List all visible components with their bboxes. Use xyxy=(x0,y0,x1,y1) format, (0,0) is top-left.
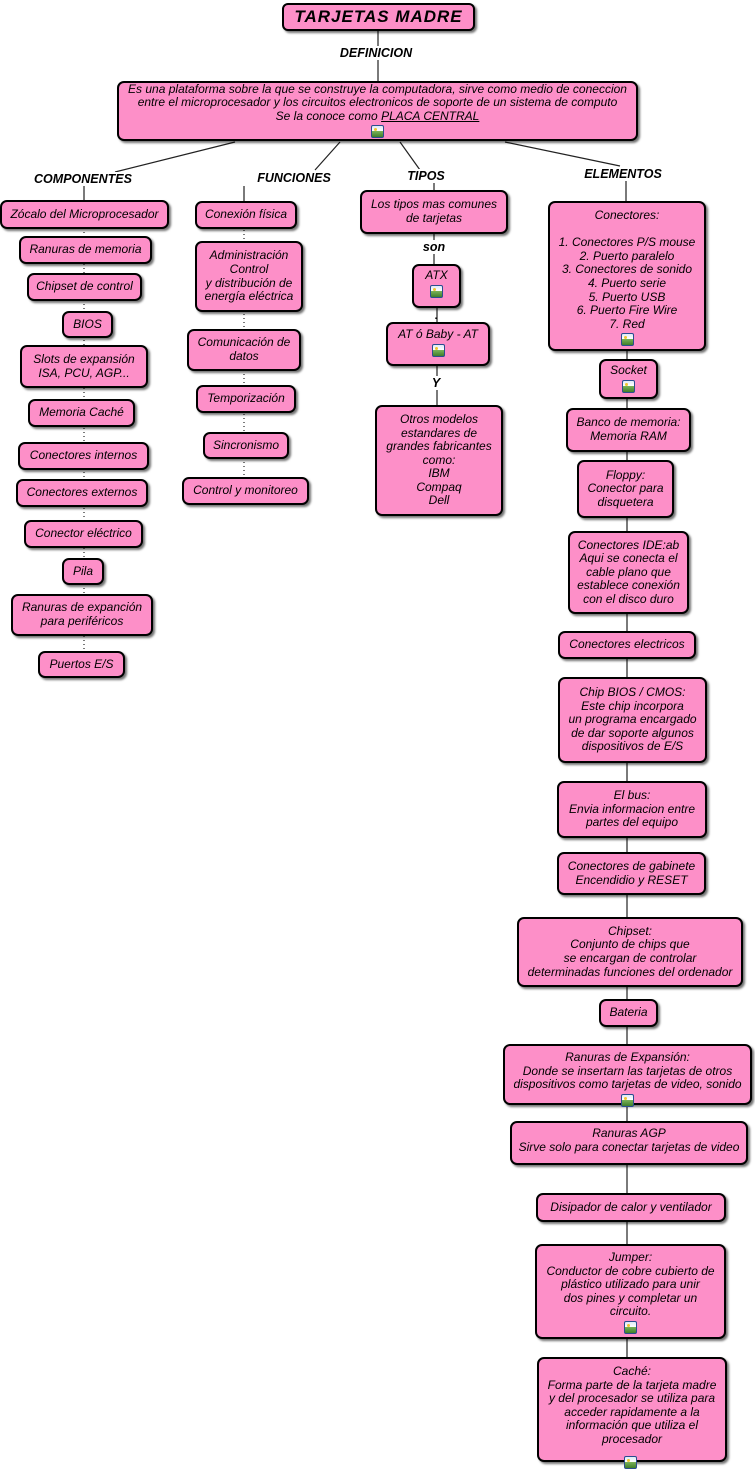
elemento-node: El bus: Envia informacion entre partes d… xyxy=(557,781,707,838)
funcion-node: Control y monitoreo xyxy=(182,477,309,505)
definition-box: Es una plataforma sobre la que se constr… xyxy=(117,81,638,141)
tipo-label: AT ó Baby - AT xyxy=(398,327,478,341)
componente-node: Conector eléctrico xyxy=(24,520,143,548)
label-y: Y xyxy=(429,376,443,390)
elemento-node: Conectores IDE:ab Aqui se conecta el cab… xyxy=(568,531,689,614)
image-icon[interactable] xyxy=(624,1320,637,1334)
elemento-node: Conectores electricos xyxy=(558,631,696,659)
elemento-node: Disipador de calor y ventilador xyxy=(536,1193,726,1222)
label-funciones: FUNCIONES xyxy=(255,171,333,185)
elemento-label: Conectores: 1. Conectores P/S mouse 2. P… xyxy=(558,208,696,331)
definition-text: Es una plataforma sobre la que se constr… xyxy=(128,81,627,123)
elemento-node: Chipset: Conjunto de chips que se encarg… xyxy=(517,917,743,987)
tipo-node: Otros modelos estandares de grandes fabr… xyxy=(375,405,503,516)
elemento-node-ranuras-exp: Ranuras de Expansión: Donde se insertarn… xyxy=(503,1044,752,1107)
tipo-node-at: AT ó Baby - AT xyxy=(386,322,490,366)
image-icon[interactable] xyxy=(371,125,384,139)
image-icon[interactable] xyxy=(621,1093,634,1107)
elemento-node-agp: Ranuras AGP Sirve solo para conectar tar… xyxy=(510,1121,748,1165)
elemento-label: Socket xyxy=(610,363,647,377)
elemento-node-conectores: Conectores: 1. Conectores P/S mouse 2. P… xyxy=(548,201,706,351)
elemento-label: Ranuras de Expansión: Donde se insertarn… xyxy=(513,1050,742,1092)
funcion-node: Comunicación de datos xyxy=(187,329,301,371)
tipo-node-atx: ATX xyxy=(412,264,461,308)
componente-node: Zócalo del Microprocesador xyxy=(0,200,169,229)
elemento-node: Bateria xyxy=(599,999,658,1027)
elemento-node: Banco de memoria: Memoria RAM xyxy=(566,408,691,452)
componente-node: Ranuras de memoria xyxy=(19,236,152,264)
label-elementos: ELEMENTOS xyxy=(582,167,664,181)
componente-node: BIOS xyxy=(62,311,113,338)
componente-node: Conectores internos xyxy=(18,442,149,470)
label-definicion: DEFINICION xyxy=(337,46,415,60)
elemento-node-socket: Socket xyxy=(599,359,658,399)
elemento-node: Floppy: Conector para disquetera xyxy=(577,460,674,518)
label-son: son xyxy=(420,240,448,254)
elemento-label: Caché: Forma parte de la tarjeta madre y… xyxy=(547,1364,717,1446)
image-icon[interactable] xyxy=(431,343,445,357)
funcion-node: Conexión física xyxy=(195,201,297,229)
elemento-label: Ranuras AGP Sirve solo para conectar tar… xyxy=(518,1126,740,1154)
elemento-node-jumper: Jumper: Conductor de cobre cubierto de p… xyxy=(535,1244,726,1339)
image-icon[interactable] xyxy=(430,284,443,298)
componente-node: Chipset de control xyxy=(27,273,142,301)
componente-node: Conectores externos xyxy=(16,479,148,507)
componente-node: Pila xyxy=(62,558,104,585)
title-box: TARJETAS MADRE xyxy=(282,3,475,31)
label-tipos: TIPOS xyxy=(405,169,447,183)
elemento-node: Conectores de gabinete Encendidio y RESE… xyxy=(557,852,706,895)
image-icon[interactable] xyxy=(620,333,634,347)
funcion-node: Temporización xyxy=(196,385,296,413)
elemento-node: Chip BIOS / CMOS: Este chip incorpora un… xyxy=(558,677,707,763)
elemento-label: Jumper: Conductor de cobre cubierto de p… xyxy=(546,1250,715,1319)
image-icon[interactable] xyxy=(624,1456,637,1469)
title-text: TARJETAS MADRE xyxy=(294,7,463,26)
tipo-node: Los tipos mas comunes de tarjetas xyxy=(360,190,508,234)
label-componentes: COMPONENTES xyxy=(32,172,134,186)
componente-node: Slots de expansión ISA, PCU, AGP... xyxy=(20,345,148,388)
componente-node: Puertos E/S xyxy=(38,651,125,678)
elemento-node-cache: Caché: Forma parte de la tarjeta madre y… xyxy=(537,1357,727,1462)
image-icon[interactable] xyxy=(622,379,635,393)
componente-node: Ranuras de expanción para periféricos xyxy=(11,594,153,636)
funcion-node: Administración Control y distribución de… xyxy=(195,241,303,312)
componente-node: Memoria Caché xyxy=(28,399,135,427)
tipo-label: ATX xyxy=(425,268,448,282)
placa-central-link[interactable]: PLACA CENTRAL xyxy=(381,108,480,123)
connector-dot: . xyxy=(434,311,438,322)
funcion-node: Sincronismo xyxy=(203,432,289,459)
